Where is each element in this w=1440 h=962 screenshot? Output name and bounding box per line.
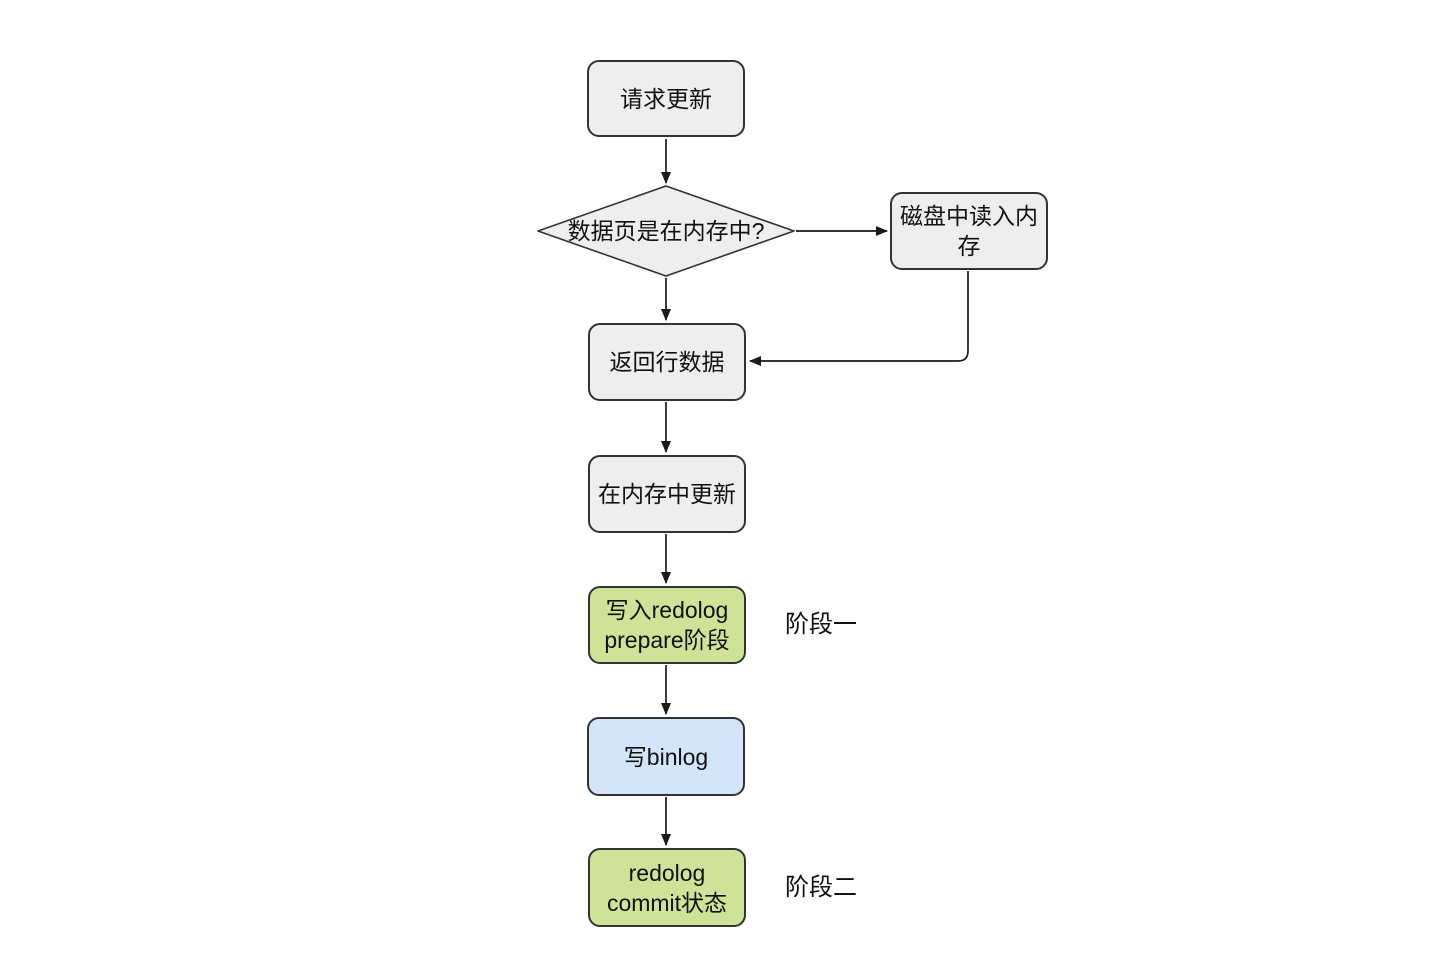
node-read-from-disk: 磁盘中读入内 存: [890, 192, 1048, 270]
node-check-in-memory-label: 数据页是在内存中?: [567, 218, 765, 244]
node-redolog-commit: redolog commit状态: [588, 848, 746, 927]
node-update-in-memory: 在内存中更新: [588, 455, 746, 533]
annotation-phase-two: 阶段二: [785, 874, 857, 901]
node-write-binlog: 写binlog: [587, 717, 745, 796]
node-write-redolog-prepare: 写入redolog prepare阶段: [588, 586, 746, 664]
annotation-phase-one: 阶段一: [785, 611, 857, 638]
edge-readdisk-to-returnrow: [749, 271, 969, 366]
node-return-row-data: 返回行数据: [588, 323, 746, 401]
decision-diamond-shape: [537, 185, 795, 277]
node-request-update: 请求更新: [587, 60, 745, 137]
